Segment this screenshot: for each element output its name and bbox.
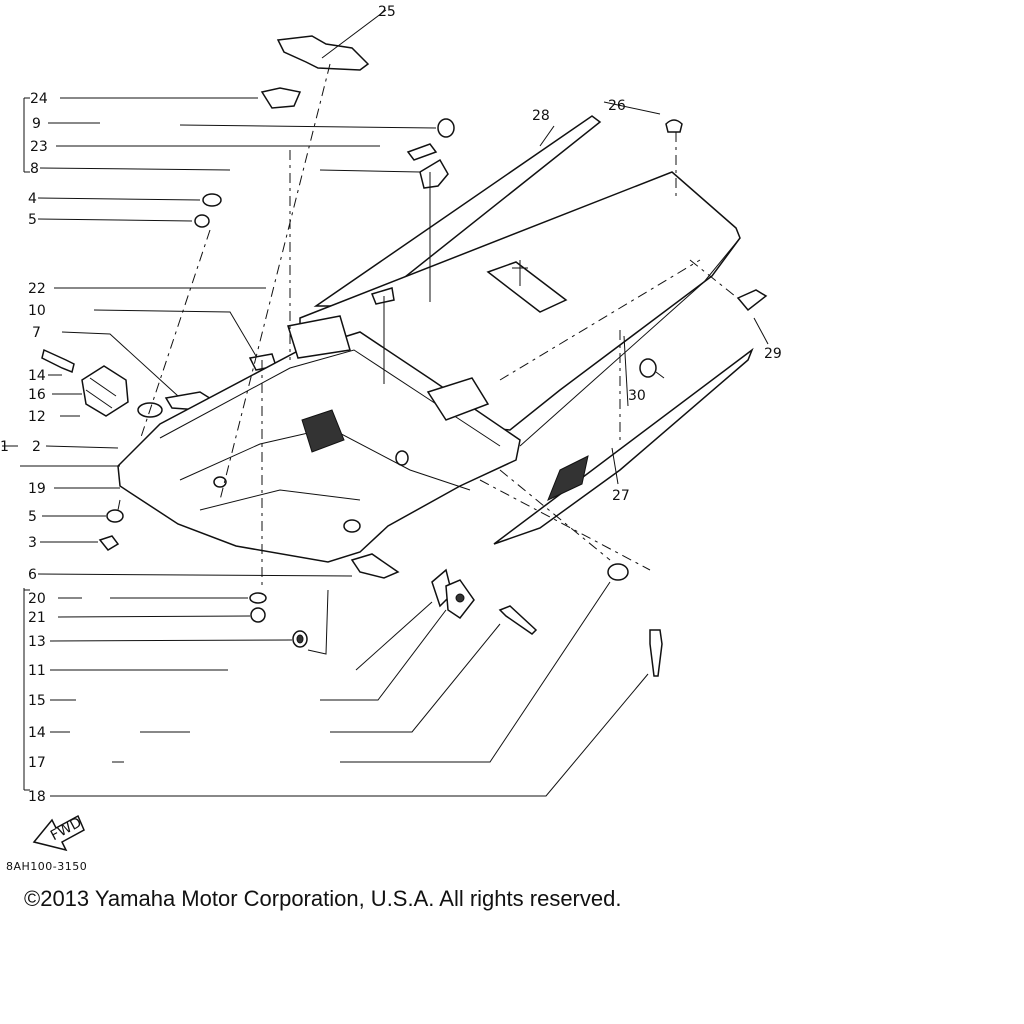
part-16-boot <box>81 365 129 417</box>
callout-23: 23 <box>30 139 48 155</box>
callout-5-lower: 5 <box>28 509 37 525</box>
callout-20: 20 <box>28 591 46 607</box>
callout-11: 11 <box>28 663 46 679</box>
callout-27: 27 <box>612 488 630 504</box>
callout-9: 9 <box>32 116 41 132</box>
cover-center-bracket <box>486 261 568 313</box>
part-8-bracket <box>419 158 449 189</box>
callout-17: 17 <box>28 755 46 771</box>
callout-26: 26 <box>608 98 626 114</box>
callout-30: 30 <box>628 388 646 404</box>
part-21-collar <box>250 607 266 623</box>
fwd-arrow-icon: FWD <box>32 815 85 852</box>
part-3-nut <box>98 535 120 551</box>
callout-8: 8 <box>30 161 39 177</box>
callout-21: 21 <box>28 610 46 626</box>
callout-19: 19 <box>28 481 46 497</box>
callout-3: 3 <box>28 535 37 551</box>
callout-16: 16 <box>28 387 46 403</box>
callout-28: 28 <box>532 108 550 124</box>
part-29-clip <box>736 289 768 312</box>
part-22-plate <box>370 287 395 305</box>
callout-13: 13 <box>28 634 46 650</box>
callout-4: 4 <box>28 191 37 207</box>
callout-14-lower: 14 <box>28 725 46 741</box>
callout-7: 7 <box>32 325 41 341</box>
callout-25: 25 <box>378 4 396 20</box>
callout-18: 18 <box>28 789 46 805</box>
exploded-parts-diagram: FWD 25 24 9 23 8 4 5 22 10 7 14 16 12 1 … <box>0 4 782 852</box>
part-20-washer <box>249 592 267 604</box>
part-5-grommet-lower <box>106 509 124 523</box>
part-18-rivet <box>649 629 663 677</box>
callout-10: 10 <box>28 303 46 319</box>
part-4-grommet <box>202 193 222 207</box>
callout-22: 22 <box>28 281 46 297</box>
part-14-bolt-upper <box>41 348 75 374</box>
callout-5: 5 <box>28 212 37 228</box>
copyright-notice: ©2013 Yamaha Motor Corporation, U.S.A. A… <box>24 886 622 911</box>
part-30-grommet <box>639 358 657 378</box>
part-24-pad <box>260 87 302 109</box>
catalog-code: 8AH100-3150 <box>6 860 88 873</box>
part-25-pad <box>276 35 370 71</box>
part-26-cap <box>665 119 683 133</box>
callout-15: 15 <box>28 693 46 709</box>
part-9-cap <box>437 118 455 138</box>
part-5-grommet <box>194 214 210 228</box>
part-23-clip <box>406 143 438 161</box>
callout-6: 6 <box>28 567 37 583</box>
part-14-bolt-lower <box>498 605 538 635</box>
callout-24: 24 <box>30 91 48 107</box>
callout-29: 29 <box>764 346 782 362</box>
callout-14-upper: 14 <box>28 368 46 384</box>
callout-2: 2 <box>32 439 41 455</box>
callout-12: 12 <box>28 409 46 425</box>
callout-1: 1 <box>0 439 9 455</box>
part-17-grommet <box>607 563 629 581</box>
part-6-stay <box>350 553 400 579</box>
